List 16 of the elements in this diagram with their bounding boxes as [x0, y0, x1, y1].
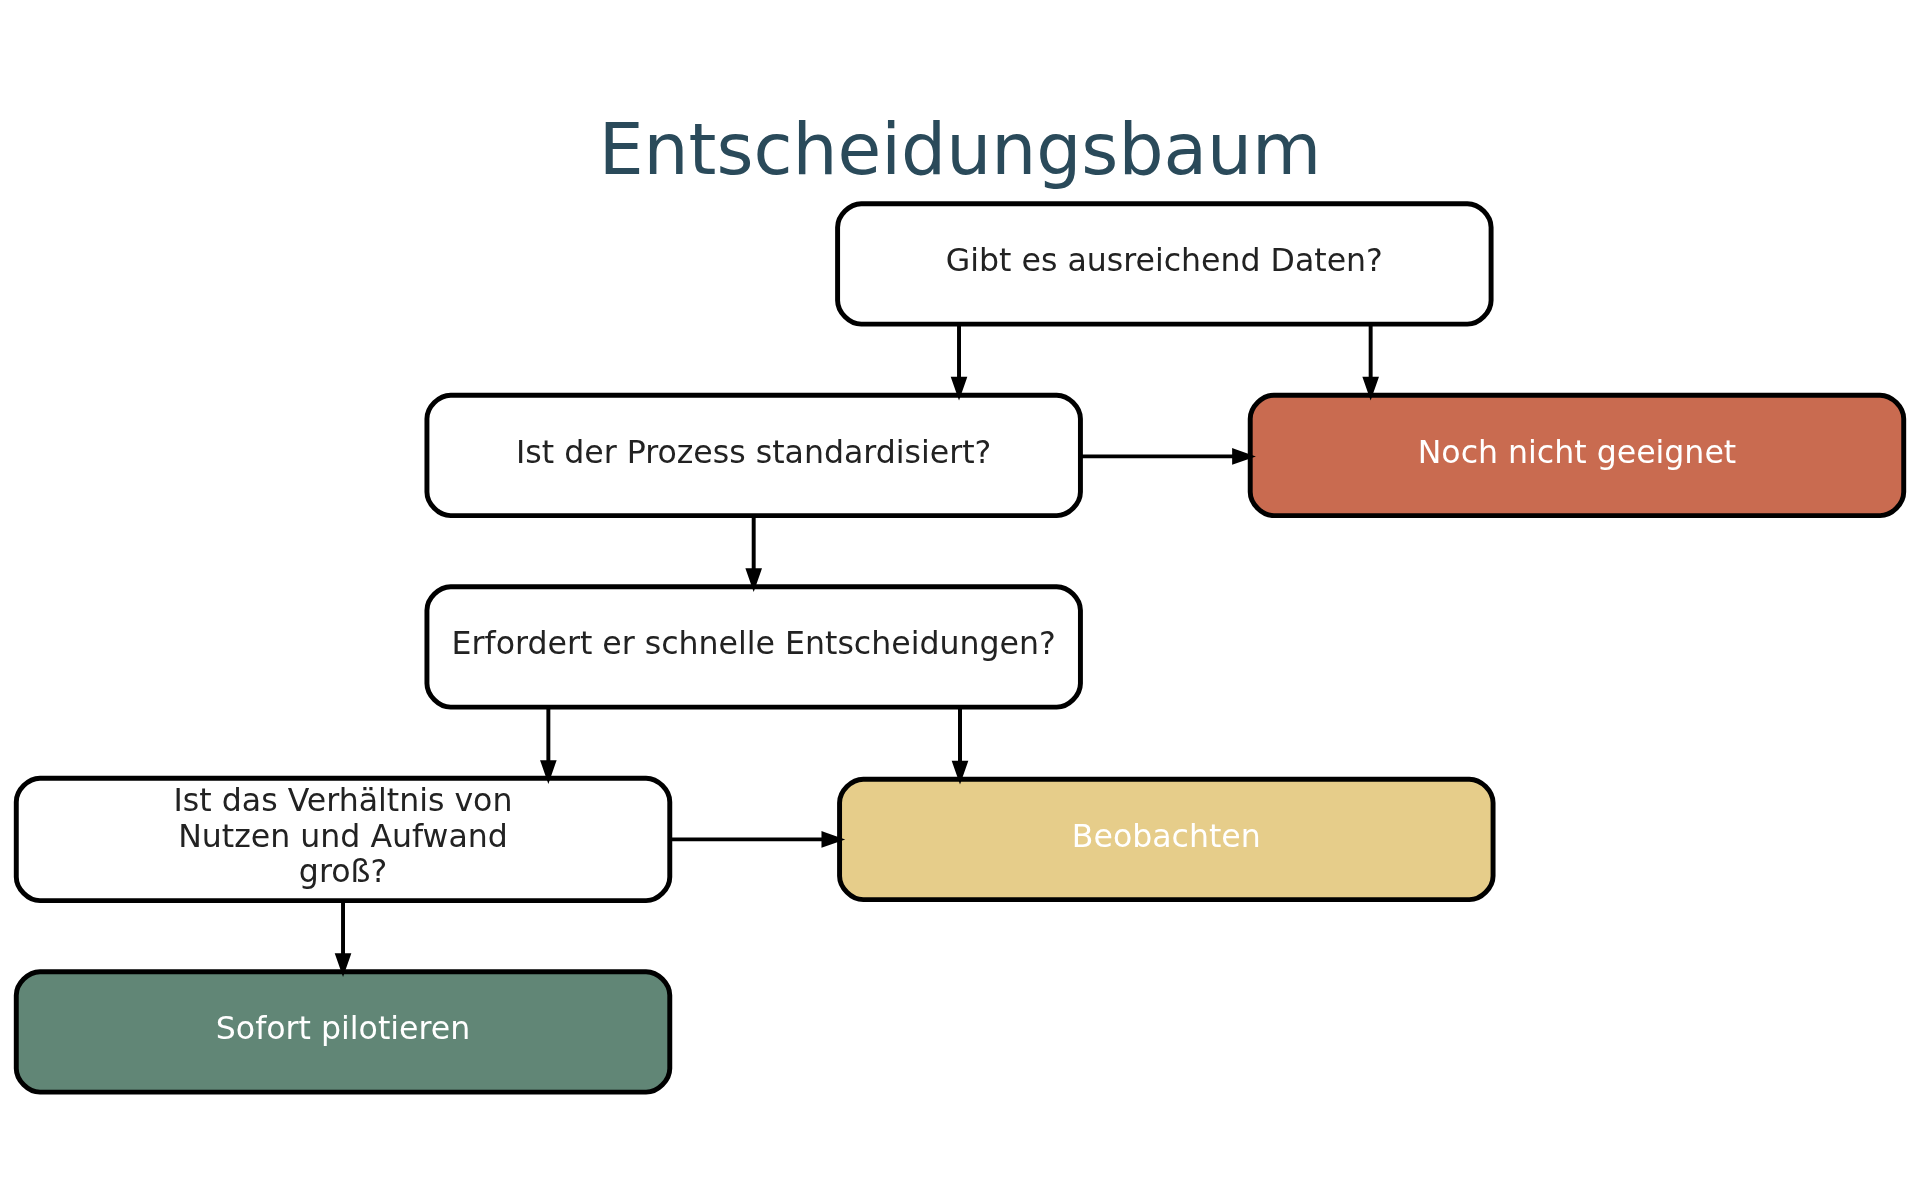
arrow — [1362, 323, 1379, 400]
node-box: Beobachten — [837, 776, 1496, 902]
node-box: Gibt es ausreichend Daten? — [835, 200, 1494, 327]
node-box: Ist der Prozess standardisiert? — [424, 392, 1083, 518]
arrow — [1080, 447, 1256, 465]
diagram-title: Entscheidungsbaum — [598, 107, 1322, 191]
node-box: Ist das Verhältnis von Nutzen und Aufwand groß? — [13, 775, 673, 903]
node-box: Noch nicht geeignet — [1247, 392, 1907, 518]
node-box: Sofort pilotieren — [13, 968, 673, 1095]
arrow — [540, 706, 557, 784]
arrow — [951, 706, 969, 785]
arrow — [334, 900, 352, 977]
arrow — [950, 323, 968, 400]
node-box: Erfordert er schnelle Entscheidungen? — [424, 583, 1083, 710]
arrow — [745, 515, 762, 592]
arrow — [670, 830, 846, 848]
